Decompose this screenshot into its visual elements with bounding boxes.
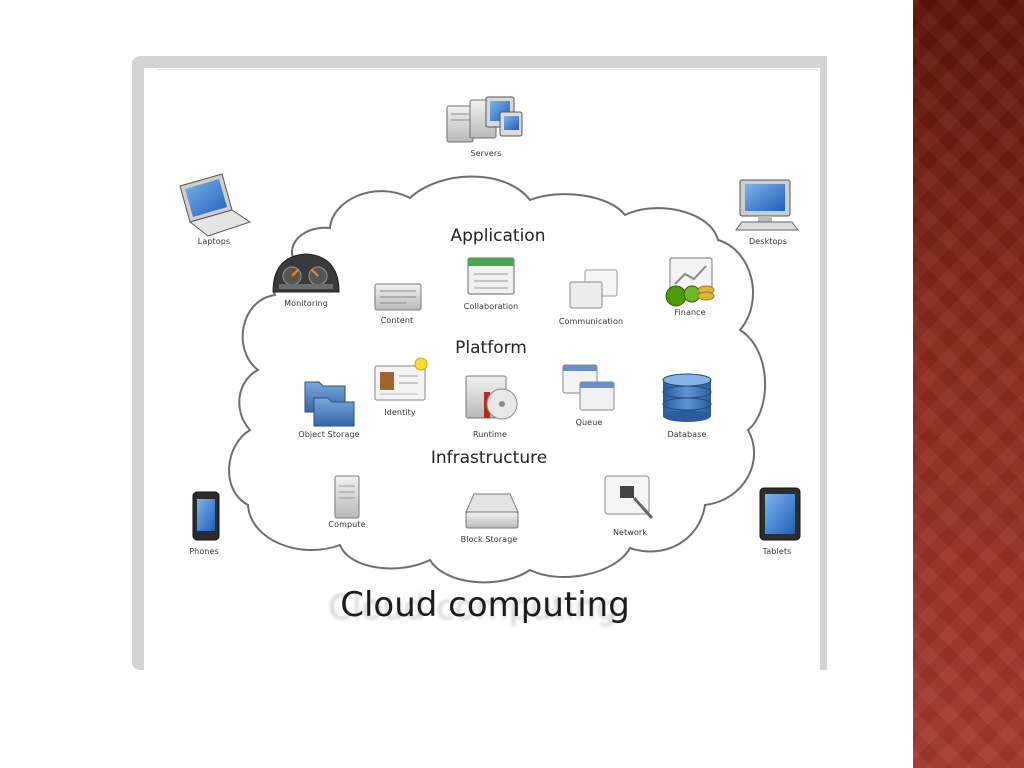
gauge-icon (272, 253, 340, 293)
frame-top-line (158, 69, 818, 70)
compute-icon (334, 475, 360, 519)
desktop-icon (735, 179, 799, 231)
label-database: Database (667, 430, 707, 439)
label-desktops: Desktops (749, 237, 787, 246)
label-compute: Compute (328, 520, 366, 529)
label-collaboration: Collaboration (463, 302, 519, 311)
queue-icon (562, 364, 615, 411)
id-card-icon (374, 357, 428, 401)
label-content: Content (380, 316, 414, 325)
decorative-side-band (913, 0, 1024, 768)
label-identity: Identity (384, 408, 416, 417)
section-title-infrastructure: Infrastructure (430, 448, 548, 468)
label-servers: Servers (470, 149, 502, 158)
label-monitoring: Monitoring (284, 299, 328, 308)
finance-icon (665, 257, 715, 307)
label-queue: Queue (575, 418, 603, 427)
runtime-icon (465, 375, 518, 420)
label-phones: Phones (189, 547, 219, 556)
section-title-platform: Platform (455, 338, 527, 358)
diagram-title: Cloud computing (340, 585, 630, 625)
laptop-icon (179, 173, 252, 237)
network-icon (604, 475, 654, 520)
label-runtime: Runtime (472, 430, 508, 439)
label-network: Network (612, 528, 648, 537)
label-communication: Communication (558, 317, 624, 326)
label-laptops: Laptops (197, 237, 231, 246)
chat-icon (569, 269, 618, 309)
label-block-storage: Block Storage (460, 535, 518, 544)
label-finance: Finance (674, 308, 706, 317)
servers-icon (446, 96, 523, 143)
hard-drive-icon (465, 493, 519, 529)
calendar-icon (467, 257, 515, 295)
phone-icon (192, 491, 220, 541)
content-icon (374, 283, 422, 311)
label-tablets: Tablets (762, 547, 792, 556)
label-object-storage: Object Storage (298, 430, 360, 439)
database-icon (662, 373, 712, 422)
tablet-icon (759, 487, 801, 541)
section-title-application: Application (450, 226, 546, 246)
folder-icon (304, 381, 355, 427)
